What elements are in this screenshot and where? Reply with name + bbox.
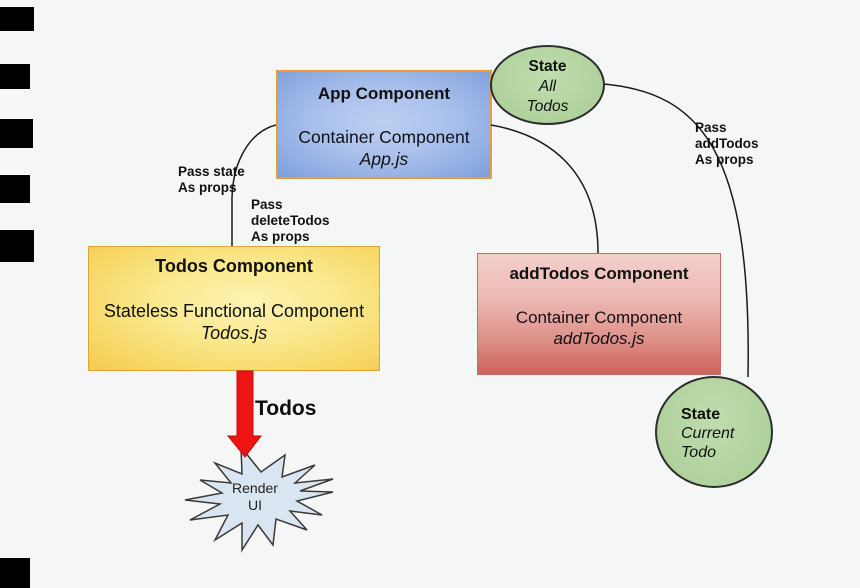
- app-component-title: App Component: [317, 84, 451, 103]
- todos-component-subtitle: Stateless Functional Component: [103, 301, 365, 321]
- connector-app-to-addtodos: [490, 124, 599, 254]
- state-current-detail: Current Todo: [681, 424, 735, 461]
- addtodos-component-filename: addTodos.js: [553, 329, 645, 348]
- render-ui-label: Render UI: [232, 480, 278, 513]
- state-current-title: State: [681, 405, 721, 423]
- todos-component-title: Todos Component: [155, 256, 313, 276]
- left-edge-artifact-mark: [0, 7, 34, 31]
- label-todos-arrow: Todos: [255, 397, 317, 420]
- state-all-title: State: [528, 58, 567, 75]
- left-edge-artifact-mark: [0, 119, 33, 148]
- left-edge-artifact-mark: [0, 175, 30, 203]
- render-ui-starburst: [184, 444, 334, 553]
- label-pass-state-as-props: Pass state As props: [178, 164, 245, 195]
- app-component-subtitle: Container Component: [298, 127, 470, 147]
- label-pass-deletetodos-as-props: Pass deleteTodos As props: [251, 197, 330, 244]
- app-component-filename: App.js: [359, 149, 409, 169]
- addtodos-component-subtitle: Container Component: [515, 308, 683, 327]
- todos-component-filename: Todos.js: [200, 323, 268, 343]
- state-all-detail: All Todos: [526, 78, 569, 115]
- state-current-todo-node: State Current Todo: [655, 376, 773, 488]
- state-all-todos-node: State All Todos: [490, 45, 605, 125]
- left-edge-artifact-mark: [0, 558, 30, 588]
- connector-state-to-currenttodo: [603, 83, 749, 378]
- left-edge-artifact-mark: [0, 230, 34, 262]
- left-edge-artifact-mark: [0, 64, 30, 89]
- app-component-node: App Component Container Component App.js: [276, 70, 492, 179]
- todos-component-node: Todos Component Stateless Functional Com…: [88, 246, 380, 371]
- connector-app-to-todos: [231, 124, 277, 246]
- addtodos-component-node: addTodos Component Container Component a…: [477, 253, 721, 375]
- todos-arrow: [226, 370, 263, 458]
- addtodos-component-title: addTodos Component: [509, 264, 689, 283]
- label-pass-addtodos-as-props: Pass addTodos As props: [695, 120, 759, 167]
